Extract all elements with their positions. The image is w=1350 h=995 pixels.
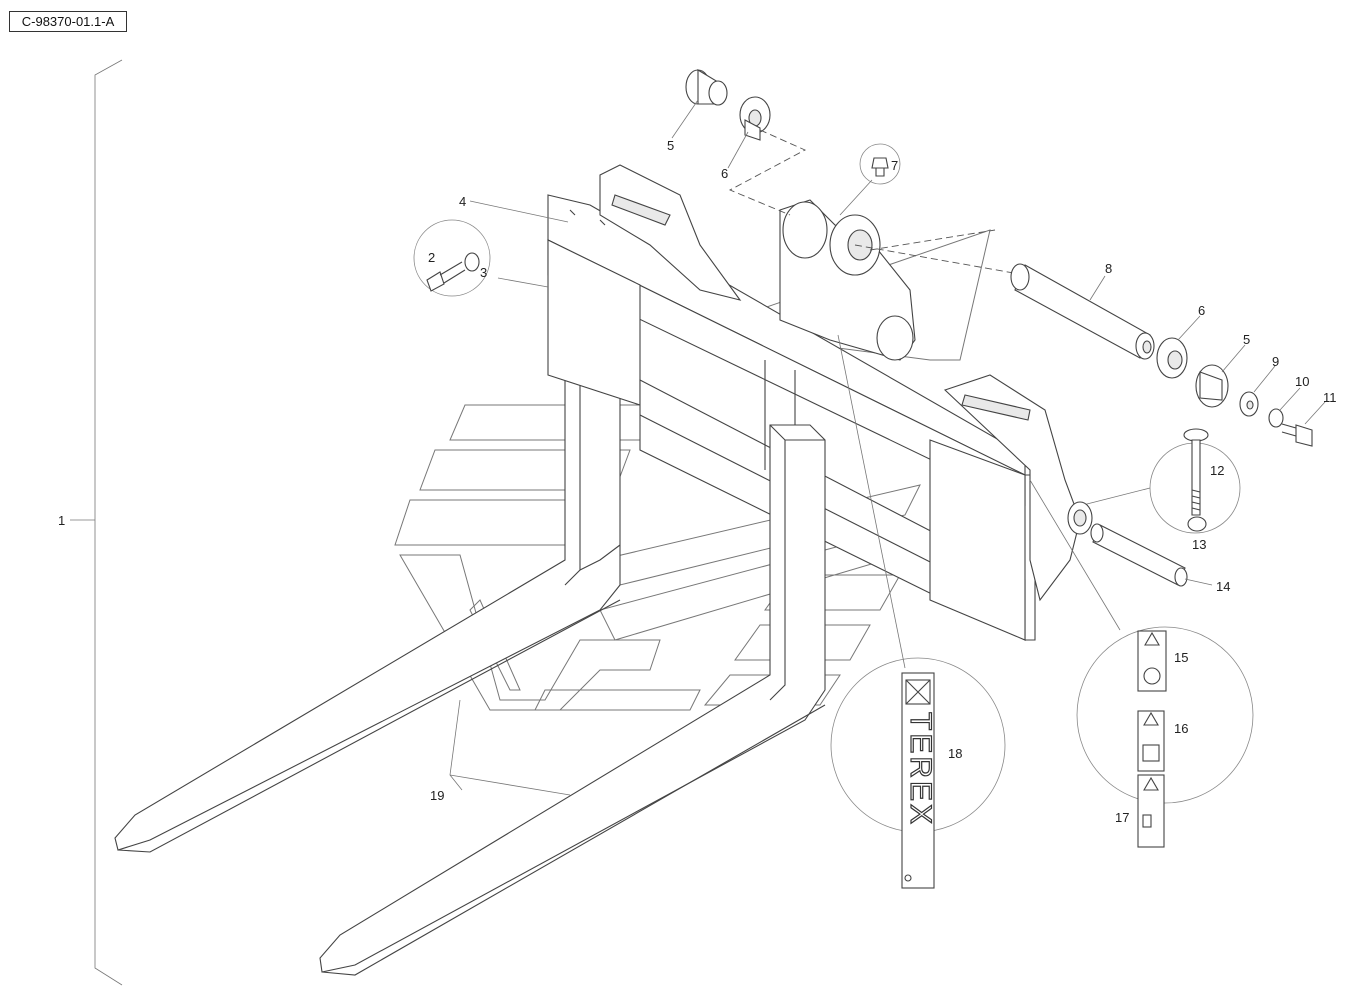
callout-6-top: 6 <box>721 166 728 181</box>
assembly-bracket <box>70 59 123 986</box>
callout-12: 12 <box>1210 463 1224 478</box>
pivot-pin <box>1010 263 1155 360</box>
callout-5-right: 5 <box>1243 332 1250 347</box>
detail-bolt-12-13 <box>1082 428 1241 534</box>
callout-leaders <box>449 99 1326 796</box>
fork-left <box>114 304 621 853</box>
callout-16: 16 <box>1174 721 1188 736</box>
callout-18: 18 <box>948 746 962 761</box>
pin-14 <box>1067 501 1188 587</box>
grease-nipple-detail <box>859 143 901 185</box>
detail-bolt-nut <box>413 219 549 297</box>
callout-2: 2 <box>428 250 435 265</box>
assembly-lines <box>728 129 1026 276</box>
callout-14: 14 <box>1216 579 1230 594</box>
callout-labels: 1 2 3 4 5 6 7 8 6 5 9 10 11 12 13 14 15 … <box>58 138 1337 825</box>
detail-brand-decal: TEREX <box>830 334 1006 889</box>
fork-carriage-frame <box>547 164 1081 641</box>
callout-9: 9 <box>1272 354 1279 369</box>
brand-decal-text: TEREX <box>904 712 937 827</box>
detail-safety-decals <box>1029 479 1254 848</box>
callout-17: 17 <box>1115 810 1129 825</box>
drawing-reference: C-98370-01.1-A <box>9 11 127 32</box>
callout-19: 19 <box>430 788 444 803</box>
fork-right <box>319 424 826 976</box>
pin-hardware-right <box>1156 337 1313 447</box>
bushing-top-left <box>685 69 771 141</box>
callout-5-top: 5 <box>667 138 674 153</box>
callout-8: 8 <box>1105 261 1112 276</box>
callout-11: 11 <box>1323 390 1337 405</box>
callout-6-right: 6 <box>1198 303 1205 318</box>
callout-1: 1 <box>58 513 65 528</box>
callout-10: 10 <box>1295 374 1309 389</box>
callout-7: 7 <box>891 158 898 173</box>
callout-15: 15 <box>1174 650 1188 665</box>
callout-3: 3 <box>480 265 487 280</box>
callout-4: 4 <box>459 194 466 209</box>
callout-13: 13 <box>1192 537 1206 552</box>
